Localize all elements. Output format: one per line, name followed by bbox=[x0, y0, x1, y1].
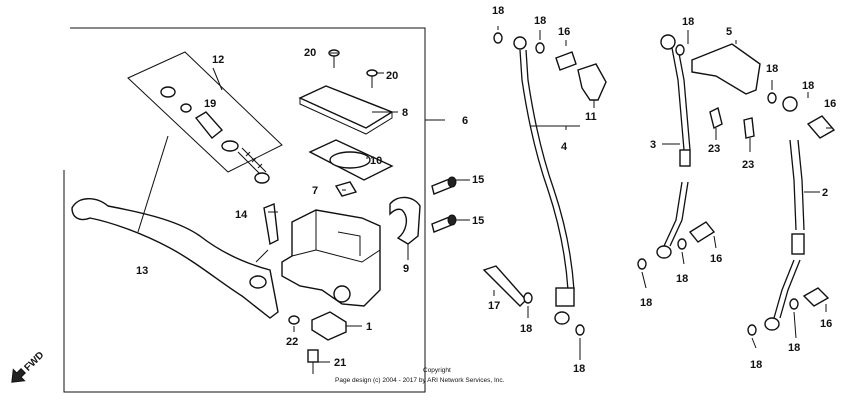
callout-18c: 18 bbox=[520, 323, 532, 335]
clamp-bolt-lower bbox=[431, 214, 457, 233]
callout-4: 4 bbox=[561, 141, 568, 153]
callout-18d: 18 bbox=[573, 363, 585, 375]
callout-18g: 18 bbox=[802, 80, 814, 92]
leader-lines bbox=[137, 26, 832, 363]
piston-kit-box bbox=[127, 51, 283, 173]
piston-kit-parts bbox=[160, 86, 270, 184]
switch-screw bbox=[288, 315, 300, 325]
callout-22: 22 bbox=[286, 336, 298, 348]
callout-18f: 18 bbox=[766, 63, 778, 75]
callout-14: 14 bbox=[235, 209, 248, 221]
brake-hose-4 bbox=[513, 36, 575, 325]
callout-18k: 18 bbox=[750, 359, 762, 371]
callout-23a: 23 bbox=[708, 143, 720, 155]
brake-hose-3 bbox=[656, 34, 691, 259]
master-cylinder-reservoir bbox=[291, 210, 381, 263]
float-piece bbox=[334, 181, 358, 197]
callout-2: 2 bbox=[822, 187, 828, 199]
callout-15b: 15 bbox=[472, 215, 484, 227]
banjo-fitting-11 bbox=[577, 63, 607, 101]
callout-16c: 16 bbox=[824, 98, 836, 110]
fwd-label: FWD bbox=[22, 350, 46, 374]
callout-16b: 16 bbox=[710, 253, 722, 265]
banjo-bolt-16b bbox=[688, 221, 716, 243]
fwd-arrow-icon bbox=[11, 368, 27, 383]
mount-bolt-23a bbox=[709, 106, 723, 130]
callout-12: 12 bbox=[212, 54, 224, 66]
forward-direction-indicator: FWD bbox=[11, 350, 46, 383]
diaphragm-center bbox=[329, 151, 371, 169]
reservoir-cap bbox=[298, 85, 394, 129]
callout-17: 17 bbox=[488, 300, 500, 312]
callout-9: 9 bbox=[403, 263, 409, 275]
cap-screw-right bbox=[366, 69, 378, 88]
callout-11: 11 bbox=[585, 111, 597, 123]
bleed-screw bbox=[307, 349, 319, 374]
banjo-bolt-16c bbox=[806, 115, 836, 139]
callouts: 12 19 13 14 20 20 8 6 10 7 15 15 9 1 22 … bbox=[136, 5, 836, 375]
assembly-frame bbox=[63, 27, 426, 393]
brake-hose-2 bbox=[764, 96, 805, 331]
pivot-bolt bbox=[263, 203, 279, 246]
mount-bolt-23b bbox=[743, 117, 755, 139]
callout-18b: 18 bbox=[534, 15, 546, 27]
callout-10: 10 bbox=[370, 155, 382, 167]
callout-18e: 18 bbox=[682, 16, 694, 28]
copyright-line2: Page design (c) 2004 - 2017 by ARI Netwo… bbox=[335, 377, 505, 384]
banjo-bolt-16d bbox=[802, 287, 830, 307]
callout-13: 13 bbox=[136, 265, 148, 277]
callout-18i: 18 bbox=[640, 297, 652, 309]
callout-20a: 20 bbox=[304, 47, 316, 59]
callout-5: 5 bbox=[726, 26, 732, 38]
reservoir-cap-edge bbox=[299, 98, 393, 135]
callout-16a: 16 bbox=[558, 26, 570, 38]
callout-21: 21 bbox=[334, 357, 346, 369]
brake-lever bbox=[71, 198, 279, 319]
copyright-line1: Copyright bbox=[423, 367, 451, 374]
clamp-bolt-upper bbox=[431, 176, 457, 195]
callout-18a: 18 bbox=[492, 5, 504, 17]
callout-23b: 23 bbox=[742, 159, 754, 171]
callout-8: 8 bbox=[402, 107, 408, 119]
brake-light-switch bbox=[311, 311, 347, 341]
callout-6: 6 bbox=[462, 115, 468, 127]
callout-16d: 16 bbox=[820, 318, 832, 330]
callout-1: 1 bbox=[366, 321, 372, 333]
callout-19: 19 bbox=[204, 98, 216, 110]
master-cylinder-port bbox=[333, 285, 351, 303]
callout-3: 3 bbox=[650, 139, 656, 151]
sealing-washers bbox=[493, 32, 799, 336]
brake-joint-5 bbox=[691, 43, 761, 95]
callout-18h: 18 bbox=[676, 273, 688, 285]
callout-18j: 18 bbox=[788, 342, 800, 354]
callout-15a: 15 bbox=[472, 174, 484, 186]
lever-pivot-boss bbox=[249, 275, 267, 289]
callout-20b: 20 bbox=[386, 70, 398, 82]
banjo-bolt-16a bbox=[555, 51, 577, 71]
handlebar-clamp bbox=[389, 196, 421, 245]
callout-7: 7 bbox=[312, 185, 318, 197]
master-cylinder-body bbox=[281, 209, 381, 307]
